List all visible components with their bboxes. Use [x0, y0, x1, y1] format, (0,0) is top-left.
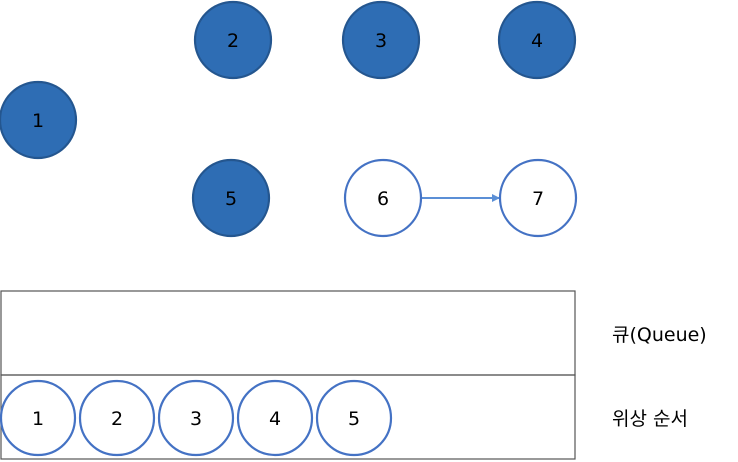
topo-order-item-circle — [157, 379, 235, 457]
topo-order-item-5: 5 — [315, 379, 393, 457]
topo-order-item-label: 1 — [32, 408, 44, 430]
queue-label: 큐(Queue) — [612, 324, 707, 346]
graph-node-7: 7 — [498, 158, 578, 238]
topo-order-item-4: 4 — [236, 379, 314, 457]
graph-node-circle — [497, 0, 577, 80]
topo-order-item-label: 4 — [269, 408, 281, 430]
graph-node-label: 4 — [531, 30, 543, 52]
graph-node-circle — [343, 158, 423, 238]
graph-node-circle — [191, 158, 271, 238]
graph-node-label: 3 — [375, 30, 387, 52]
graph-node-circle — [193, 0, 273, 80]
graph-node-2: 2 — [193, 0, 273, 80]
queue-box — [0, 290, 576, 376]
topo-order-item-circle — [78, 379, 156, 457]
graph-node-circle — [0, 80, 78, 160]
topo-order-item-2: 2 — [78, 379, 156, 457]
graph-node-circle — [341, 0, 421, 80]
topo-order-item-circle — [315, 379, 393, 457]
topo-order-item-circle — [0, 379, 77, 457]
graph-node-label: 5 — [225, 188, 237, 210]
graph-node-circle — [498, 158, 578, 238]
topo-order-item-label: 5 — [348, 408, 360, 430]
topo-order-item-label: 3 — [190, 408, 202, 430]
topo-order-item-label: 2 — [111, 408, 123, 430]
graph-node-3: 3 — [341, 0, 421, 80]
topo-order-item-circle — [236, 379, 314, 457]
topo-order-item-3: 3 — [157, 379, 235, 457]
graph-nodes: 1 2 3 4 5 6 7 — [0, 0, 578, 238]
graph-node-label: 2 — [227, 30, 239, 52]
graph-node-label: 7 — [532, 188, 544, 210]
graph-node-4: 4 — [497, 0, 577, 80]
topo-order-items: 1 2 3 4 5 — [0, 379, 393, 457]
topo-order-item-1: 1 — [0, 379, 77, 457]
topo-order-label: 위상 순서 — [612, 408, 688, 430]
graph-node-label: 1 — [32, 110, 44, 132]
graph-node-6: 6 — [343, 158, 423, 238]
graph-node-label: 6 — [377, 188, 389, 210]
graph-node-5: 5 — [191, 158, 271, 238]
graph-node-1: 1 — [0, 80, 78, 160]
